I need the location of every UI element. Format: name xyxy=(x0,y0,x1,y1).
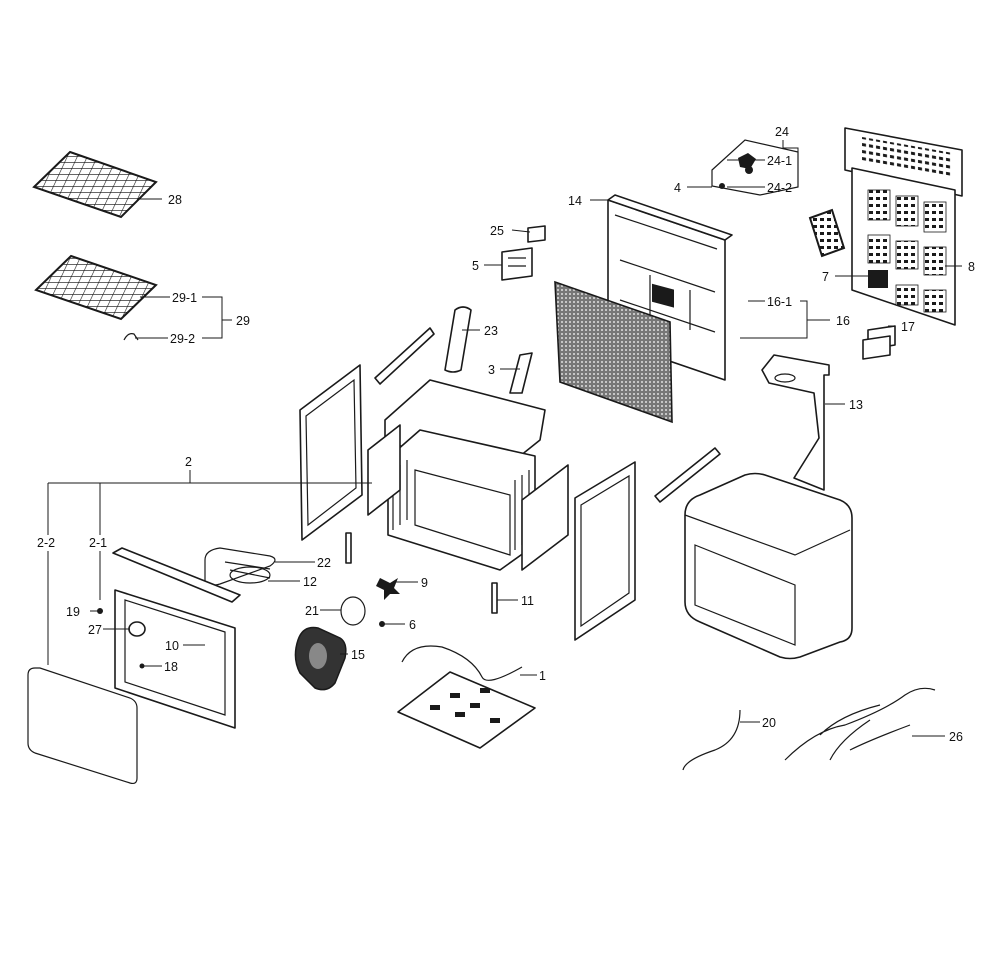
label-6: 6 xyxy=(409,618,416,632)
label-28: 28 xyxy=(168,193,182,207)
oven-rack-28 xyxy=(32,150,158,219)
label-15: 15 xyxy=(351,648,365,662)
left-side-frame xyxy=(299,364,363,541)
label-1: 1 xyxy=(539,669,546,683)
rack-clip-29-2 xyxy=(123,333,139,341)
door-gasket-2-2 xyxy=(27,667,138,785)
label-12: 12 xyxy=(303,575,317,589)
label-8: 8 xyxy=(968,260,975,274)
inner-left-panel xyxy=(367,424,401,516)
label-21: 21 xyxy=(305,604,319,618)
inner-door-10 xyxy=(114,589,236,729)
label-25: 25 xyxy=(490,224,504,238)
duct-23 xyxy=(444,306,472,373)
label-24-2: 24-2 xyxy=(767,181,792,195)
label-22: 22 xyxy=(317,556,331,570)
inner-right-panel xyxy=(521,464,569,571)
label-10: 10 xyxy=(165,639,179,653)
label-9: 9 xyxy=(421,576,428,590)
support-bracket-13 xyxy=(761,354,830,491)
rear-panel-8 xyxy=(844,127,963,326)
right-side-frame xyxy=(574,461,636,641)
label-20: 20 xyxy=(762,716,776,730)
leader-lines xyxy=(47,140,962,737)
bracket-left xyxy=(345,532,352,564)
wire-20 xyxy=(682,709,741,771)
label-11: 11 xyxy=(521,594,534,608)
label-7: 7 xyxy=(822,270,829,284)
label-29: 29 xyxy=(236,314,250,328)
vent-tube-3 xyxy=(509,352,533,394)
control-5 xyxy=(501,247,533,281)
burner-part-24 xyxy=(711,139,799,196)
label-13: 13 xyxy=(849,398,863,412)
knob-27 xyxy=(128,621,146,637)
part-25 xyxy=(527,225,546,243)
part-6 xyxy=(379,621,385,627)
label-26: 26 xyxy=(949,730,963,744)
label-2-2: 2-2 xyxy=(37,536,55,550)
fan-9 xyxy=(376,578,400,600)
label-24-1: 24-1 xyxy=(767,154,792,168)
label-19: 19 xyxy=(66,605,80,619)
label-2: 2 xyxy=(185,455,192,469)
bake-element-22 xyxy=(204,547,276,586)
label-3: 3 xyxy=(488,363,495,377)
oven-cavity xyxy=(387,429,536,571)
label-24: 24 xyxy=(775,125,789,139)
label-23: 23 xyxy=(484,324,498,338)
label-27: 27 xyxy=(88,623,102,637)
outer-cabinet xyxy=(684,472,853,660)
label-5: 5 xyxy=(472,259,479,273)
label-29-1: 29-1 xyxy=(172,291,197,305)
label-16-1: 16-1 xyxy=(767,295,792,309)
door-trim-strip xyxy=(112,547,241,603)
bottom-tray-1 xyxy=(397,645,536,749)
label-14: 14 xyxy=(568,194,582,208)
label-4: 4 xyxy=(674,181,681,195)
label-2-1: 2-1 xyxy=(89,536,107,550)
convection-cover-15 xyxy=(294,626,347,691)
label-18: 18 xyxy=(164,660,178,674)
label-16: 16 xyxy=(836,314,850,328)
filter-7 xyxy=(808,208,846,258)
label-29-2: 29-2 xyxy=(170,332,195,346)
bracket-11 xyxy=(491,582,498,614)
label-17: 17 xyxy=(901,320,915,334)
top-rail xyxy=(374,327,721,503)
part-17 xyxy=(862,325,896,360)
callout-labels: 28 29-1 29 29-2 24 24-1 24-2 4 14 25 5 7… xyxy=(37,125,975,744)
gasket-ring-21 xyxy=(340,596,366,626)
oven-rack-29-1 xyxy=(34,254,158,321)
wire-harness-26 xyxy=(784,687,936,761)
back-panel-16 xyxy=(554,280,673,424)
